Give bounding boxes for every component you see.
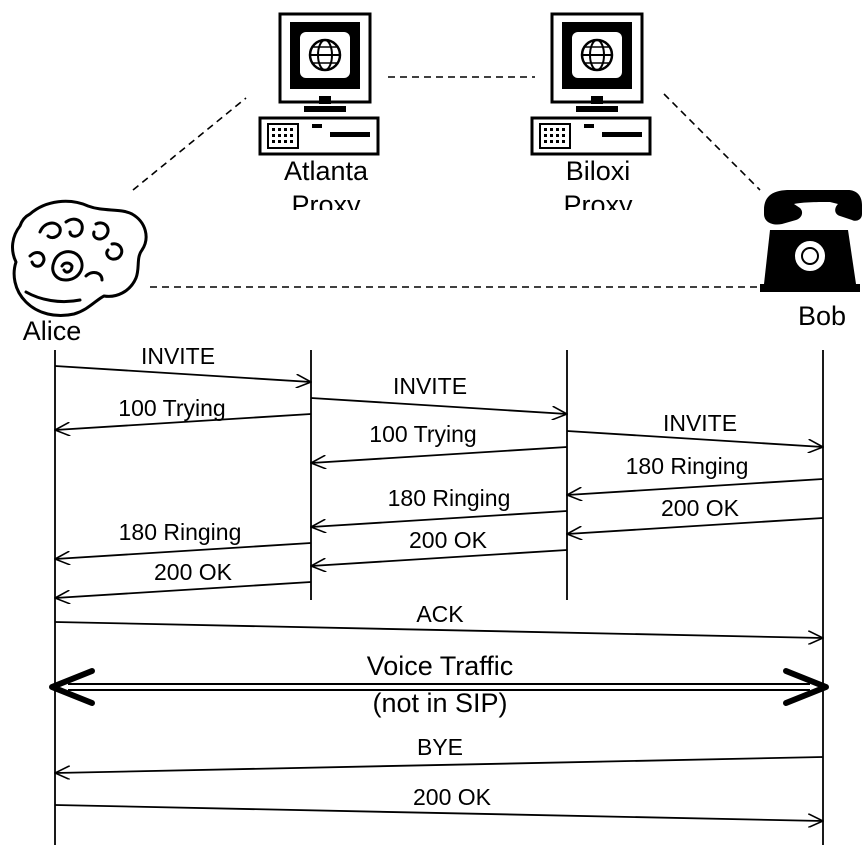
message-label: ACK [416, 601, 464, 627]
desk-phone-icon [760, 190, 862, 292]
proxy-server-icon [530, 12, 652, 156]
topology-links [132, 76, 761, 288]
message-label: 100 Trying [118, 395, 225, 421]
message-label: INVITE [141, 343, 215, 369]
message-invite-alice-atlanta: INVITE [54, 343, 311, 382]
biloxi-proxy-label-line1: Biloxi [566, 156, 631, 186]
message-label: 200 OK [413, 784, 492, 810]
atlanta-proxy-label-line1: Atlanta [284, 156, 369, 186]
message-arrow [55, 413, 312, 430]
message-invite-atlanta-biloxi: INVITE [310, 373, 567, 414]
voice-traffic-label: Voice Traffic [367, 651, 514, 681]
message-arrow [311, 446, 568, 463]
message-arrow [54, 365, 311, 382]
message-label: BYE [417, 734, 463, 760]
alice-label: Alice [23, 316, 82, 346]
proxy-server-icon [258, 12, 380, 156]
message-arrow [567, 478, 824, 495]
message-arrow [311, 510, 568, 527]
message-label: 180 Ringing [388, 485, 511, 511]
message-label: INVITE [663, 410, 737, 436]
voice-traffic-sublabel: (not in SIP) [372, 688, 507, 718]
message-ok-atlanta-alice: 200 OK [55, 559, 312, 598]
message-label: 200 OK [154, 559, 233, 585]
message-arrow [54, 621, 823, 638]
message-arrow [310, 397, 567, 414]
message-ringing-biloxi-atlanta: 180 Ringing [311, 485, 568, 527]
message-label: INVITE [393, 373, 467, 399]
message-ringing-atlanta-alice: 180 Ringing [55, 519, 312, 559]
message-invite-biloxi-bob: INVITE [566, 410, 823, 447]
bob-label: Bob [798, 301, 846, 331]
message-trying-atlanta-alice: 100 Trying [55, 395, 312, 430]
message-arrow [567, 517, 824, 534]
voice-arrowhead-left [49, 668, 95, 706]
voice-arrowhead-right [783, 668, 829, 706]
message-arrow [566, 430, 823, 447]
message-arrow [55, 581, 312, 598]
message-ack-alice-bob: ACK [54, 601, 823, 638]
message-arrow [311, 549, 568, 566]
link-alice-atlanta [132, 97, 247, 191]
rotary-phone-sketch-icon [11, 199, 148, 317]
message-label: 200 OK [409, 527, 488, 553]
label-clip-band [250, 210, 670, 226]
message-label: 200 OK [661, 495, 740, 521]
message-ringing-bob-biloxi: 180 Ringing [567, 453, 824, 495]
message-ok-bob-biloxi: 200 OK [567, 495, 824, 534]
message-ok-alice-bob: 200 OK [54, 784, 823, 821]
message-ok-biloxi-atlanta: 200 OK [311, 527, 568, 566]
message-label: 100 Trying [369, 421, 476, 447]
voice-traffic-channel: Voice Traffic (not in SIP) [49, 651, 829, 718]
message-arrow [54, 804, 823, 821]
link-biloxi-bob [663, 93, 761, 191]
message-bye-bob-alice: BYE [55, 734, 824, 773]
message-arrow [55, 756, 824, 773]
message-label: 180 Ringing [626, 453, 749, 479]
message-arrow [55, 542, 312, 559]
message-trying-biloxi-atlanta: 100 Trying [311, 421, 568, 463]
message-label: 180 Ringing [119, 519, 242, 545]
